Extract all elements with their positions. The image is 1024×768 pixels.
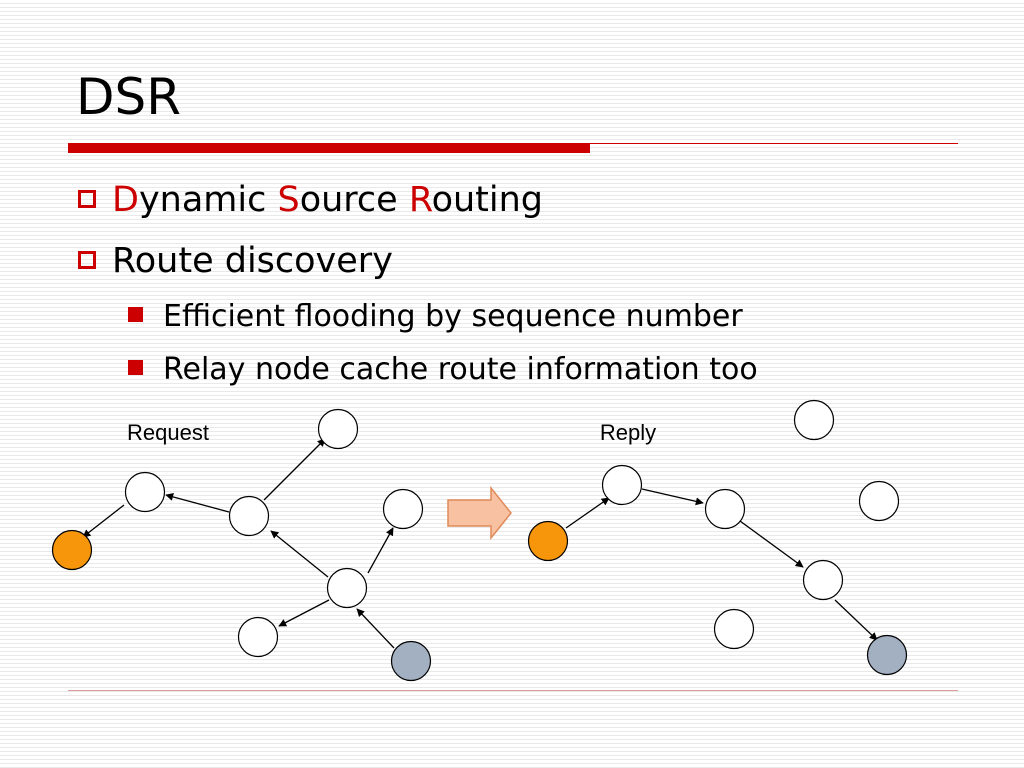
network-node — [237, 616, 279, 658]
request-edge — [367, 527, 394, 574]
reply-edge — [565, 497, 610, 529]
accent-letter-r: R — [408, 180, 432, 220]
reply-edge — [834, 599, 878, 641]
network-node — [713, 608, 755, 650]
network-node — [382, 488, 424, 530]
network-node — [228, 495, 270, 537]
reply-edge — [739, 520, 804, 568]
title-underline-thin — [590, 143, 958, 144]
source-node — [51, 529, 93, 571]
request-nodes — [51, 408, 432, 682]
sub-bullet-efficient-flooding: Efficient flooding by sequence number — [128, 299, 743, 335]
sub-bullet-text: Relay node cache route information too — [163, 352, 758, 387]
right-arrow-icon — [447, 485, 512, 541]
network-node — [793, 399, 835, 441]
accent-letter-d: D — [112, 180, 139, 220]
hollow-square-bullet-icon — [78, 190, 96, 208]
reply-nodes — [527, 399, 908, 676]
bullet-text: Route discovery — [112, 241, 393, 281]
destination-node — [390, 640, 432, 682]
bullet-route-discovery: Route discovery — [78, 241, 393, 281]
network-node — [326, 567, 368, 609]
accent-letter-s: S — [277, 180, 300, 220]
filled-square-bullet-icon — [128, 360, 143, 375]
request-edge — [270, 530, 329, 578]
request-edge — [82, 504, 125, 538]
source-node — [527, 520, 569, 562]
request-edge — [263, 438, 326, 501]
network-node — [601, 464, 643, 506]
hollow-square-bullet-icon — [78, 251, 96, 269]
network-node — [124, 471, 166, 513]
bullet-text-part: ource — [299, 180, 409, 220]
bullet-text-part: ynamic — [138, 180, 278, 220]
request-edge — [278, 599, 330, 627]
reply-edges — [565, 488, 878, 641]
request-edge — [165, 493, 230, 513]
filled-square-bullet-icon — [128, 307, 143, 322]
bottom-divider — [68, 690, 958, 691]
request-edge — [356, 608, 395, 649]
destination-node — [866, 634, 908, 676]
network-node — [317, 408, 359, 450]
request-edges — [82, 438, 395, 649]
bullet-text-part: outing — [431, 180, 544, 220]
sub-bullet-relay-cache: Relay node cache route information too — [128, 352, 758, 388]
network-node — [858, 480, 900, 522]
reply-label: Reply — [600, 420, 656, 445]
request-label: Request — [127, 420, 209, 445]
slide-title: DSR — [76, 68, 181, 126]
network-node — [704, 488, 746, 530]
reply-edge — [641, 488, 704, 506]
network-node — [802, 559, 844, 601]
title-underline-thick — [68, 143, 590, 153]
bullet-dynamic-source-routing: Dynamic Source Routing — [78, 180, 543, 220]
sub-bullet-text: Efficient flooding by sequence number — [163, 299, 743, 334]
